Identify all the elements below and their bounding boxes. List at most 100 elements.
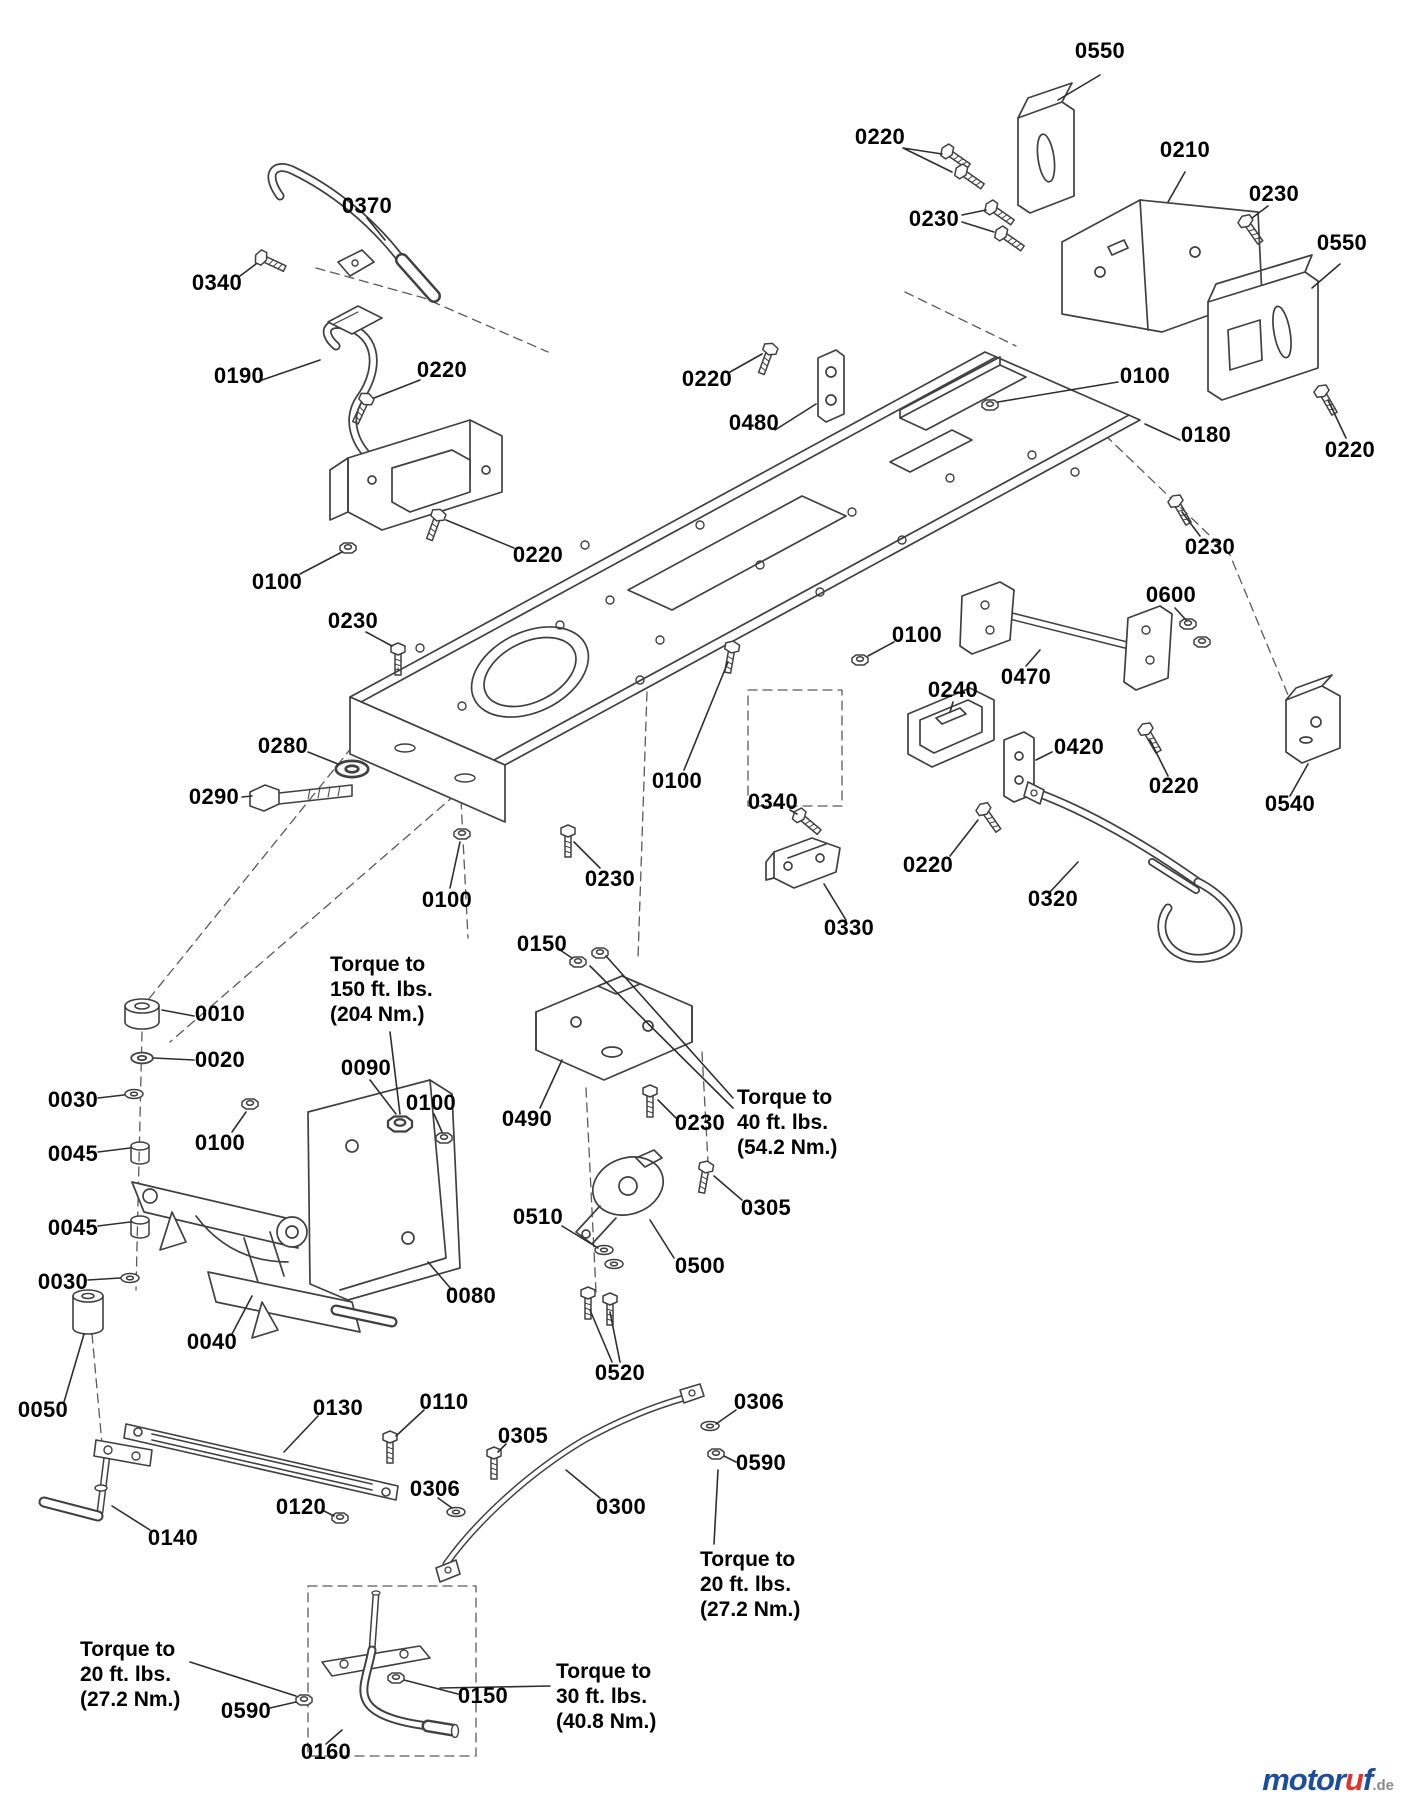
part-label-0480: 0480	[728, 410, 780, 435]
part-label-0220: 0220	[681, 366, 733, 391]
torque-note-line: 20 ft. lbs.	[700, 1572, 792, 1596]
part-label-0590: 0590	[735, 1450, 787, 1475]
part-label-0045: 0045	[47, 1141, 99, 1166]
part-label-0306: 0306	[409, 1476, 461, 1501]
part-label-0110: 0110	[419, 1389, 469, 1414]
part-strap-0480	[817, 349, 845, 423]
part-label-0100: 0100	[194, 1130, 246, 1155]
torque-note-line: 30 ft. lbs.	[556, 1684, 648, 1708]
part-label-0220: 0220	[1324, 437, 1376, 462]
part-label-0230: 0230	[1248, 181, 1300, 206]
part-label-0100: 0100	[1119, 363, 1171, 388]
part-label-0150: 0150	[457, 1683, 509, 1708]
part-label-0370: 0370	[341, 193, 393, 218]
part-cap-0010	[124, 998, 160, 1030]
part-shaft-0160	[321, 1590, 460, 1739]
part-label-0240: 0240	[927, 677, 979, 702]
part-label-0220: 0220	[902, 852, 954, 877]
torque-note-line: 150 ft. lbs.	[330, 977, 433, 1001]
torque-note-line: (54.2 Nm.)	[737, 1135, 838, 1159]
part-label-0470: 0470	[1000, 664, 1052, 689]
part-label-0100: 0100	[405, 1090, 457, 1115]
torque-note-line: (27.2 Nm.)	[700, 1597, 801, 1621]
part-label-0100: 0100	[651, 768, 703, 793]
part-label-0080: 0080	[445, 1283, 497, 1308]
part-roller-bar-0320	[1023, 781, 1243, 963]
torque-note-line: Torque to	[700, 1548, 796, 1571]
torque-note-line: (204 Nm.)	[330, 1002, 425, 1026]
part-label-0306: 0306	[733, 1389, 785, 1414]
part-label-0160: 0160	[300, 1739, 352, 1764]
part-label-0010: 0010	[194, 1001, 246, 1026]
part-label-0500: 0500	[674, 1253, 726, 1278]
part-label-0220: 0220	[416, 357, 468, 382]
torque-note-line: (40.8 Nm.)	[556, 1709, 657, 1733]
part-label-0300: 0300	[595, 1494, 647, 1519]
part-bracket-0550-top	[1017, 82, 1075, 214]
torque-note-line: Torque to	[80, 1638, 176, 1661]
watermark-brand-prefix: motor	[1262, 1762, 1346, 1797]
watermark-brand-suffix: f	[1362, 1762, 1373, 1797]
part-pedal-0190	[322, 305, 399, 483]
torque-note-line: 20 ft. lbs.	[80, 1662, 172, 1686]
torque-note-line: Torque to	[556, 1660, 652, 1683]
part-label-0320: 0320	[1027, 886, 1079, 911]
part-bushings-0045	[130, 1141, 150, 1239]
watermark-tld: .de	[1372, 1777, 1394, 1794]
part-label-0520: 0520	[594, 1360, 646, 1385]
part-label-0290: 0290	[188, 784, 240, 809]
part-label-0220: 0220	[854, 124, 906, 149]
part-label-0305: 0305	[740, 1195, 792, 1220]
part-label-0100: 0100	[891, 622, 943, 647]
part-label-0510: 0510	[512, 1204, 564, 1229]
torque-note-line: (27.2 Nm.)	[80, 1687, 181, 1711]
part-label-0540: 0540	[1264, 791, 1316, 816]
site-watermark: motoruf.de	[1262, 1762, 1394, 1798]
part-label-0420: 0420	[1053, 734, 1105, 759]
part-label-0230: 0230	[674, 1110, 726, 1135]
part-label-0100: 0100	[251, 569, 303, 594]
part-label-0150: 0150	[516, 931, 568, 956]
part-label-0120: 0120	[275, 1494, 327, 1519]
part-label-0550: 0550	[1316, 230, 1368, 255]
part-pivot-bracket-assembly	[329, 419, 503, 531]
part-label-0600: 0600	[1145, 582, 1197, 607]
part-label-0230: 0230	[327, 608, 379, 633]
part-bracket-0550-right	[1207, 254, 1319, 401]
part-label-0180: 0180	[1180, 422, 1232, 447]
part-label-0190: 0190	[213, 363, 265, 388]
part-label-0020: 0020	[194, 1047, 246, 1072]
part-rod-0130	[123, 1423, 399, 1501]
torque-note-line: Torque to	[330, 953, 426, 976]
part-rod-0300	[435, 1383, 705, 1583]
part-cam-0500	[575, 1149, 665, 1245]
torque-note-line: 40 ft. lbs.	[737, 1110, 829, 1134]
part-bracket-0240	[907, 687, 995, 768]
part-label-0045: 0045	[47, 1215, 99, 1240]
part-bolt-0290	[249, 784, 353, 812]
part-label-0130: 0130	[312, 1395, 364, 1420]
part-label-0490: 0490	[501, 1106, 553, 1131]
part-hitch-0470	[959, 581, 1173, 691]
watermark-brand-accent: u	[1345, 1762, 1364, 1797]
part-arm-assembly-0040	[131, 1181, 398, 1339]
leader-lines	[63, 74, 1347, 1745]
part-label-0550: 0550	[1074, 38, 1126, 63]
part-label-0100: 0100	[421, 887, 473, 912]
part-label-0040: 0040	[186, 1329, 238, 1354]
part-label-0590: 0590	[220, 1698, 272, 1723]
part-label-0305: 0305	[497, 1423, 549, 1448]
part-label-0230: 0230	[584, 866, 636, 891]
part-label-0220: 0220	[1148, 773, 1200, 798]
part-frame-0180	[349, 351, 1141, 823]
part-label-0340: 0340	[747, 789, 799, 814]
torque-note-line: Torque to	[737, 1086, 833, 1109]
part-label-0220: 0220	[512, 542, 564, 567]
part-handle-0370	[267, 163, 441, 303]
